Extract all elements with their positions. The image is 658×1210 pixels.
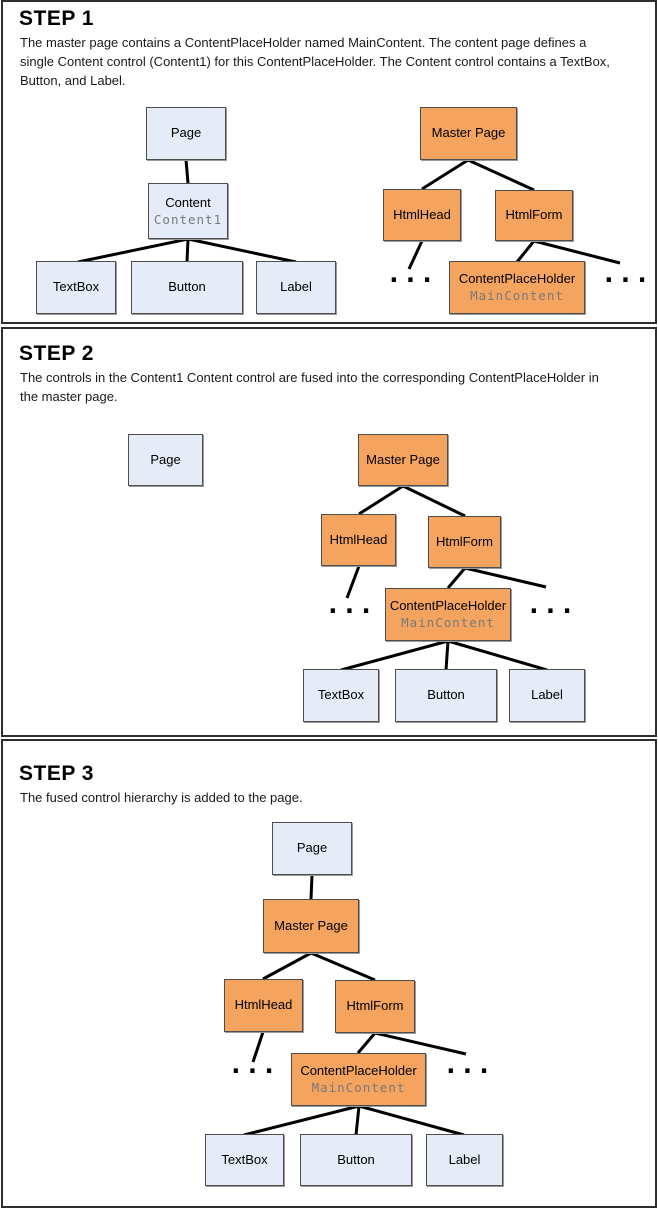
node-label: HtmlForm — [346, 998, 404, 1014]
node-label: HtmlForm — [435, 533, 494, 549]
node-label: Label — [531, 687, 563, 703]
node-label: TextBox — [52, 279, 100, 295]
node-label-control: Label — [426, 1134, 503, 1186]
node-label: Content — [165, 194, 211, 210]
step-2-description: The controls in the Content1 Content con… — [20, 370, 599, 404]
node-html-form: HtmlForm — [335, 980, 415, 1033]
node-label: TextBox — [317, 687, 365, 703]
node-label: Button — [168, 279, 206, 295]
step-3-title: STEP 3 — [19, 762, 94, 785]
node-label: Page — [170, 125, 202, 141]
node-html-form: HtmlForm — [495, 190, 573, 241]
node-label: Label — [448, 1151, 481, 1167]
node-label: Master Page — [431, 125, 506, 141]
node-label: Button — [337, 1151, 375, 1167]
node-master-page: Master Page — [358, 434, 448, 486]
node-label: Page — [150, 451, 181, 467]
node-label: ContentPlaceHolder — [389, 598, 507, 614]
step-2-panel: STEP 2 The controls in the Content1 Cont… — [1, 327, 657, 737]
node-label: Button — [427, 687, 465, 703]
node-master-page: Master Page — [263, 899, 359, 953]
node-label: Page — [296, 840, 328, 856]
ellipsis-dots: ... — [601, 259, 651, 289]
node-sublabel: Content1 — [153, 211, 223, 227]
node-textbox: TextBox — [36, 261, 116, 314]
node-label: HtmlHead — [393, 206, 451, 222]
step-2-title: STEP 2 — [19, 342, 94, 365]
node-label-control: Label — [256, 261, 336, 314]
node-textbox: TextBox — [303, 669, 379, 722]
node-label: Master Page — [366, 451, 440, 467]
ellipsis-dots: ... — [228, 1050, 278, 1080]
node-sublabel: MainContent — [311, 1080, 406, 1096]
ellipsis-dots: ... — [526, 590, 576, 620]
node-label: HtmlHead — [234, 997, 293, 1013]
node-page: Page — [146, 107, 226, 160]
node-content-placeholder: ContentPlaceHolder MainContent — [449, 261, 585, 314]
node-master-page: Master Page — [420, 107, 517, 160]
step-1-description: The master page contains a ContentPlaceH… — [20, 35, 610, 88]
node-content: Content Content1 — [148, 183, 228, 239]
step-3-description: The fused control hierarchy is added to … — [20, 790, 303, 805]
ellipsis-dots: ... — [386, 259, 436, 289]
node-textbox: TextBox — [205, 1134, 284, 1186]
node-sublabel: MainContent — [470, 288, 564, 304]
node-button: Button — [300, 1134, 412, 1186]
node-content-placeholder: ContentPlaceHolder MainContent — [291, 1053, 426, 1106]
node-label: ContentPlaceHolder — [458, 271, 576, 287]
ellipsis-dots: ... — [443, 1050, 493, 1080]
step-1-title: STEP 1 — [19, 7, 94, 30]
step-1-panel: STEP 1 The master page contains a Conten… — [1, 0, 657, 324]
step-3-panel: STEP 3 The fused control hierarchy is ad… — [1, 739, 657, 1208]
node-label: HtmlForm — [505, 207, 563, 223]
node-label: TextBox — [221, 1151, 268, 1167]
node-html-head: HtmlHead — [383, 189, 461, 241]
ellipsis-dots: ... — [325, 590, 375, 620]
node-content-placeholder: ContentPlaceHolder MainContent — [385, 588, 511, 641]
node-page: Page — [272, 822, 352, 875]
node-label: HtmlHead — [329, 531, 388, 547]
node-label-control: Label — [509, 669, 585, 722]
node-sublabel: MainContent — [401, 615, 495, 631]
node-html-head: HtmlHead — [224, 979, 303, 1032]
node-page: Page — [128, 434, 203, 486]
node-html-form: HtmlForm — [428, 516, 501, 568]
node-label: ContentPlaceHolder — [300, 1063, 417, 1079]
node-html-head: HtmlHead — [321, 514, 396, 566]
node-button: Button — [131, 261, 243, 314]
node-label: Label — [280, 279, 312, 295]
node-button: Button — [395, 669, 497, 722]
node-label: Master Page — [274, 917, 348, 933]
